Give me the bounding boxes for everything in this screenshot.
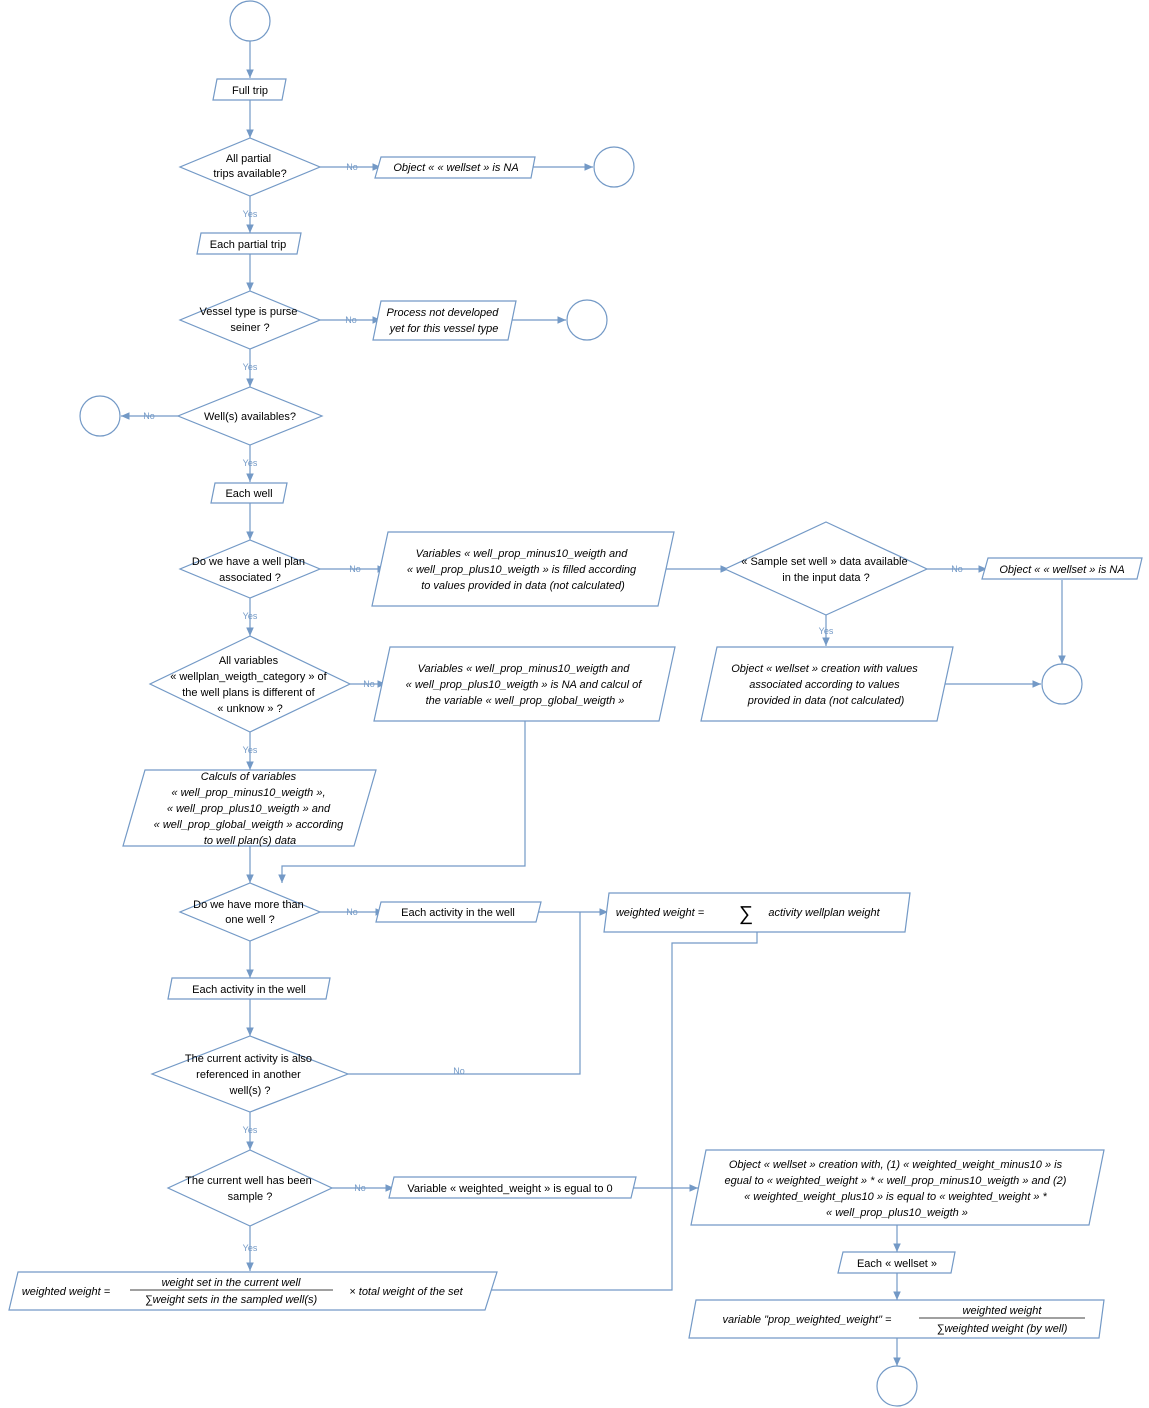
node-text: The current well has been sample ? bbox=[185, 1175, 315, 1203]
node-text: Each well bbox=[225, 488, 272, 500]
label-no: No bbox=[346, 907, 358, 917]
edge-varsna-merge bbox=[278, 721, 526, 883]
label-no: No bbox=[346, 162, 358, 172]
decision-sample-set-well: « Sample set well » data available in th… bbox=[723, 521, 929, 616]
decision-partial-trips: All partial trips available? bbox=[178, 137, 322, 197]
node-wellset-creation-values: Object « wellset » creation with values … bbox=[700, 646, 954, 722]
node-text: Each activity in the well bbox=[192, 984, 306, 996]
formula-tail: × total weight of the set bbox=[349, 1286, 463, 1298]
label-yes: Yes bbox=[243, 611, 258, 621]
node-text: « Sample set well » data available in th… bbox=[741, 556, 910, 584]
node-text: Do we have a well plan associated ? bbox=[192, 556, 308, 584]
node-text: Each partial trip bbox=[210, 239, 286, 251]
formula-lhs: variable "prop_weighted_weight" = bbox=[723, 1314, 893, 1326]
node-calculs: Calculs of variables « well_prop_minus10… bbox=[122, 769, 377, 847]
node-wellset-na-1: Object « « wellset » is NA bbox=[374, 156, 536, 179]
edge-labels: No Yes No Yes No Yes No No Yes Yes No Ye… bbox=[143, 162, 963, 1253]
label-no: No bbox=[453, 1066, 465, 1076]
node-text: Each « wellset » bbox=[857, 1258, 937, 1270]
edge-current-no bbox=[348, 912, 581, 1075]
node-text: Full trip bbox=[232, 85, 268, 97]
node-wellset-na-2: Object « « wellset » is NA bbox=[981, 557, 1143, 580]
node-text: Object « wellset » creation with values … bbox=[731, 663, 921, 707]
node-text: Do we have more than one well ? bbox=[193, 899, 307, 926]
label-no: No bbox=[143, 411, 155, 421]
end-terminator bbox=[79, 395, 121, 437]
node-text: Variables « well_prop_minus10_weigth and… bbox=[406, 663, 645, 707]
node-text: Object « wellset » creation with, (1) « … bbox=[725, 1159, 1070, 1219]
label-no: No bbox=[345, 315, 357, 325]
label-yes: Yes bbox=[243, 458, 258, 468]
terminators bbox=[79, 0, 1083, 1407]
label-yes: Yes bbox=[243, 362, 258, 372]
formula-rhs: activity wellplan weight bbox=[768, 907, 880, 919]
end-terminator bbox=[1041, 663, 1083, 705]
node-each-well: Each well bbox=[210, 482, 288, 504]
end-terminator bbox=[876, 1365, 918, 1407]
label-yes: Yes bbox=[243, 209, 258, 219]
decision-well-plan: Do we have a well plan associated ? bbox=[178, 539, 322, 599]
node-text: Well(s) availables? bbox=[204, 411, 296, 423]
label-no: No bbox=[354, 1183, 366, 1193]
end-terminator bbox=[566, 299, 608, 341]
node-full-trip: Full trip bbox=[212, 78, 287, 101]
decision-current-activity: The current activity is also referenced … bbox=[150, 1035, 350, 1113]
label-no: No bbox=[349, 564, 361, 574]
node-text: All variables « wellplan_weigth_category… bbox=[170, 655, 330, 715]
decision-wells-available: Well(s) availables? bbox=[176, 386, 324, 446]
node-each-activity-left: Each activity in the well bbox=[167, 977, 331, 1000]
node-variables-na: Variables « well_prop_minus10_weigth and… bbox=[373, 646, 676, 722]
node-formula-sum: weighted weight = ∑ activity wellplan we… bbox=[603, 892, 911, 933]
decision-all-variables: All variables « wellplan_weigth_category… bbox=[148, 635, 352, 733]
node-formula-prop: variable "prop_weighted_weight" = weight… bbox=[688, 1299, 1105, 1339]
formula-numerator: weighted weight bbox=[963, 1305, 1043, 1317]
node-each-wellset: Each « wellset » bbox=[837, 1251, 956, 1274]
decision-more-than-one-well: Do we have more than one well ? bbox=[178, 882, 322, 942]
node-text: Vessel type is purse seiner ? bbox=[200, 306, 301, 334]
node-text: Object « « wellset » is NA bbox=[393, 162, 518, 174]
node-text: All partial trips available? bbox=[213, 153, 286, 180]
formula-denominator: ∑weighted weight (by well) bbox=[937, 1323, 1068, 1335]
node-variables-filled: Variables « well_prop_minus10_weigth and… bbox=[371, 531, 675, 607]
label-no: No bbox=[951, 564, 963, 574]
label-yes: Yes bbox=[243, 1125, 258, 1135]
node-text: The current activity is also referenced … bbox=[185, 1053, 315, 1097]
label-no: No bbox=[363, 679, 375, 689]
node-text: Variable « weighted_weight » is egual to… bbox=[407, 1183, 612, 1195]
node-each-partial-trip: Each partial trip bbox=[196, 232, 302, 255]
decision-current-well-sample: The current well has been sample ? bbox=[166, 1149, 334, 1227]
node-process-not-developed: Process not developed yet for this vesse… bbox=[372, 300, 517, 341]
formula-numerator: weight set in the current well bbox=[162, 1277, 301, 1289]
node-weighted-zero: Variable « weighted_weight » is egual to… bbox=[388, 1176, 637, 1199]
node-text: Process not developed yet for this vesse… bbox=[387, 307, 502, 335]
node-text: Variables « well_prop_minus10_weigth and… bbox=[407, 548, 639, 592]
node-text: Calculs of variables « well_prop_minus10… bbox=[154, 771, 347, 847]
formula-lhs: weighted weight = bbox=[22, 1286, 111, 1298]
decision-vessel-type: Vessel type is purse seiner ? bbox=[178, 290, 322, 350]
node-text: Object « « wellset » is NA bbox=[999, 564, 1124, 576]
label-yes: Yes bbox=[243, 1243, 258, 1253]
edge-sum-merge bbox=[490, 932, 758, 1291]
label-yes: Yes bbox=[243, 745, 258, 755]
connectors bbox=[120, 41, 1066, 1366]
start-terminator bbox=[229, 0, 271, 42]
node-wellset-creation-with: Object « wellset » creation with, (1) « … bbox=[690, 1149, 1105, 1226]
node-text: Each activity in the well bbox=[401, 907, 515, 919]
label-yes: Yes bbox=[819, 626, 834, 636]
end-terminator bbox=[593, 146, 635, 188]
node-formula-ratio: weighted weight = weight set in the curr… bbox=[8, 1271, 498, 1311]
formula-denominator: ∑weight sets in the sampled well(s) bbox=[145, 1294, 318, 1306]
node-each-activity-right: Each activity in the well bbox=[375, 901, 542, 923]
formula-lhs: weighted weight = bbox=[616, 907, 705, 919]
sum-symbol: ∑ bbox=[739, 903, 753, 925]
